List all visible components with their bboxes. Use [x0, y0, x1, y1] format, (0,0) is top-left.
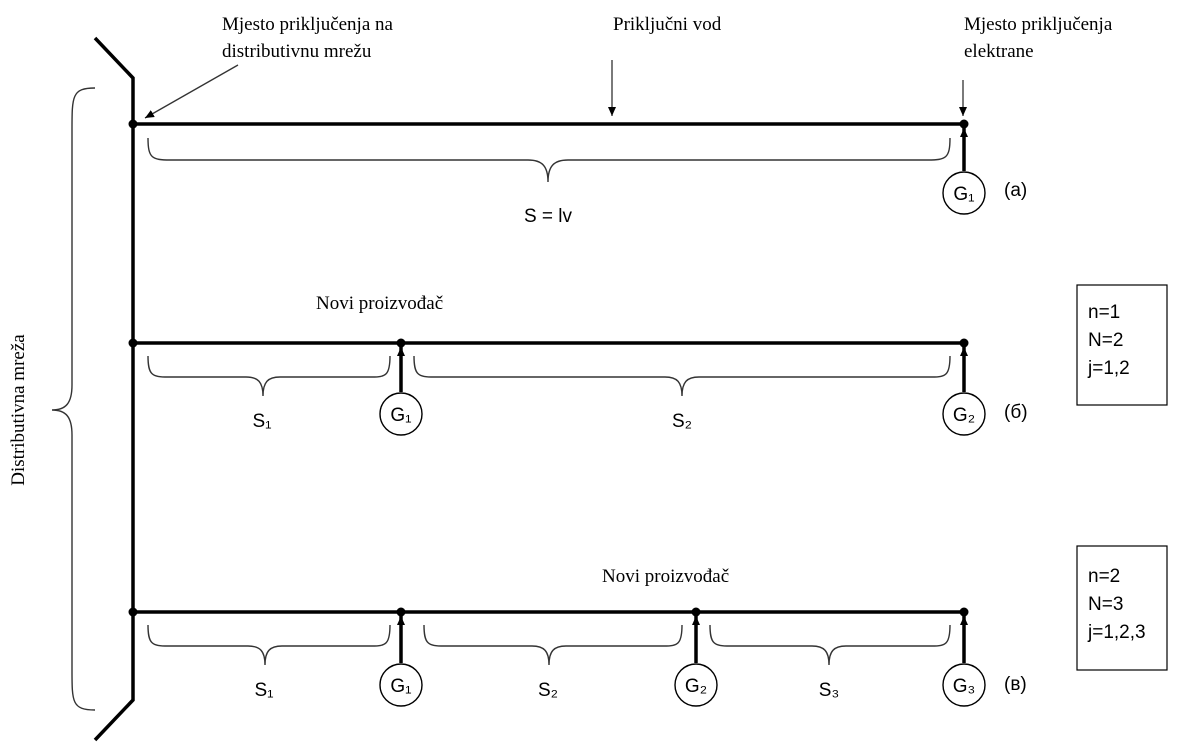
span-label-b2: S₂	[672, 411, 692, 432]
span-brace-c1	[147, 624, 391, 666]
generator-b1	[379, 392, 423, 436]
span-brace-b2	[413, 355, 951, 397]
network-brace	[51, 87, 96, 711]
generator-b2-label: G₂	[953, 405, 975, 426]
node-end-a	[959, 119, 969, 129]
params-box-c	[1076, 545, 1168, 671]
generator-c3	[942, 663, 986, 707]
generator-c1-label: G₁	[390, 676, 411, 697]
generator-a	[942, 171, 986, 215]
params-b-line3: j=1,2	[1087, 358, 1130, 379]
case-a-tag: (а)	[1004, 180, 1027, 201]
case-a: S = lv G₁ (а)	[128, 119, 1027, 227]
case-b-tag: (б)	[1004, 402, 1028, 423]
generator-b1-label: G₁	[390, 405, 411, 426]
span-label-c1: S₁	[254, 680, 273, 701]
distributivna-mreza-label: Distributivna mreža	[8, 334, 29, 486]
span-label-b1: S₁	[252, 411, 271, 432]
generator-a-label: G₁	[953, 184, 974, 205]
span-label-c3: S₃	[819, 680, 839, 701]
generator-c2-label: G₂	[685, 676, 707, 697]
params-b-line1: n=1	[1088, 302, 1120, 323]
node-bus-c	[128, 607, 138, 617]
generator-c1	[379, 663, 423, 707]
params-c-line3: j=1,2,3	[1087, 622, 1146, 643]
generator-b2	[942, 392, 986, 436]
span-label-a: S = lv	[524, 206, 573, 227]
params-c-line2: N=3	[1088, 594, 1123, 615]
node-bus-b	[128, 338, 138, 348]
case-c: Novi proizvođač S₁ S₂ S₃ G₁ G₂ G₃ (в) n=…	[128, 545, 1168, 707]
case-b: Novi proizvođač S₁ S₂ G₁ G₂ (б) n=1 N=2 …	[128, 284, 1168, 436]
distribution-bus	[93, 36, 135, 742]
node-mid-b	[396, 338, 406, 348]
mjesto-mreza-label-line2: distributivnu mrežu	[222, 41, 372, 62]
node-end-c	[959, 607, 969, 617]
mjesto-elektrane-label-line2: elektrane	[964, 41, 1034, 62]
mjesto-elektrane-label-line1: Mjesto priključenja	[964, 14, 1113, 35]
case-c-tag: (в)	[1004, 674, 1027, 695]
params-box-b	[1076, 284, 1168, 406]
span-brace-c2	[423, 624, 683, 666]
novi-proizvodjac-c: Novi proizvođač	[602, 566, 729, 587]
prikljucni-vod-label: Priključni vod	[613, 14, 722, 35]
node-mid2-c	[691, 607, 701, 617]
span-label-c2: S₂	[538, 680, 558, 701]
params-c-line1: n=2	[1088, 566, 1120, 587]
novi-proizvodjac-b: Novi proizvođač	[316, 293, 443, 314]
span-brace-a	[147, 137, 951, 183]
node-mid1-c	[396, 607, 406, 617]
generator-c3-label: G₃	[953, 676, 976, 697]
span-brace-b1	[147, 355, 391, 397]
params-b-line2: N=2	[1088, 330, 1123, 351]
span-brace-c3	[709, 624, 951, 666]
mjesto-mreza-label-line1: Mjesto priključenja na	[222, 14, 394, 35]
generator-c2	[674, 663, 718, 707]
arrow-to-grid-connection	[144, 64, 239, 119]
node-end-b	[959, 338, 969, 348]
node-bus-a	[128, 119, 138, 129]
